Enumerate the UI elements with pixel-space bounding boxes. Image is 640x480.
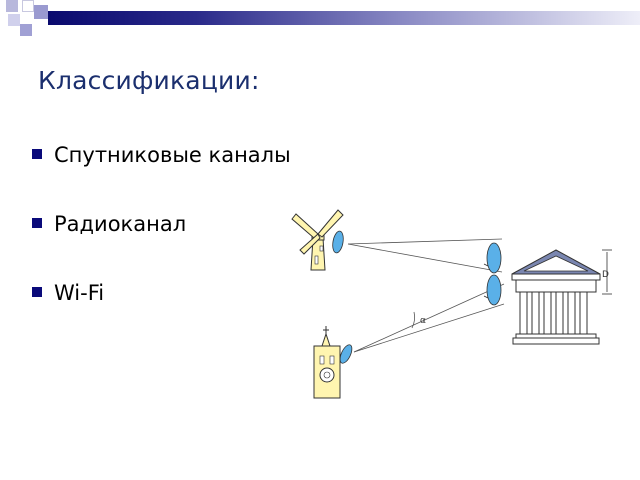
dish-icon (486, 242, 502, 274)
windmill-icon (291, 209, 344, 271)
bullet-item: Wi-Fi (32, 278, 291, 347)
bullet-square-icon (32, 287, 42, 297)
corner-square-5 (20, 24, 32, 36)
church-tower-icon (313, 326, 353, 399)
dish-icon (332, 230, 344, 254)
dish-icon (339, 344, 353, 364)
radio-link-illustration: α D (291, 209, 612, 399)
signal-lines (347, 238, 505, 353)
receiver-dishes (483, 242, 502, 306)
angle-label: α (420, 316, 426, 326)
corner-square-2 (22, 0, 34, 12)
bullet-item: Спутниковые каналы (32, 140, 291, 209)
corner-square-3 (34, 5, 48, 19)
bullet-text: Радиоканал (54, 212, 187, 236)
slide-title: Классификации: (38, 66, 260, 95)
dish-icon (486, 274, 502, 306)
classical-building-icon (511, 249, 601, 345)
dimension-marker (602, 249, 612, 295)
bullet-text: Спутниковые каналы (54, 143, 291, 167)
bullet-item: Радиоканал (32, 209, 291, 278)
corner-square-1 (6, 0, 18, 12)
corner-square-4 (8, 14, 20, 26)
bullet-text: Wi-Fi (54, 281, 105, 305)
dimension-label: D (602, 270, 609, 280)
bullet-square-icon (32, 218, 42, 228)
bullet-list: Спутниковые каналы Радиоканал Wi-Fi (32, 140, 291, 347)
bullet-square-icon (32, 149, 42, 159)
header-gradient-bar (48, 11, 640, 25)
